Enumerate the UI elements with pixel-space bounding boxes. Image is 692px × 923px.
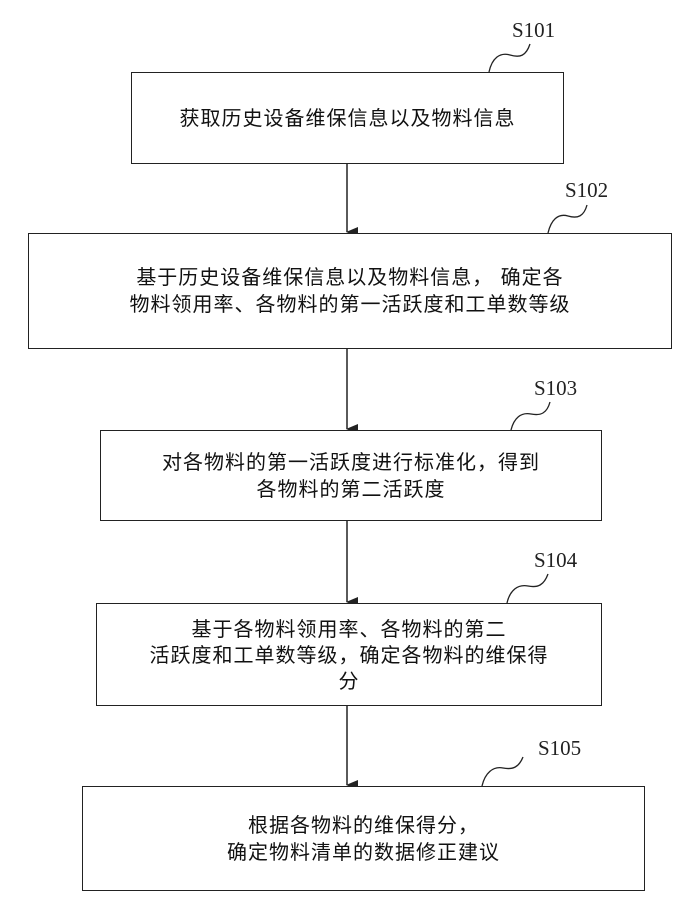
step-label-s105: S105: [538, 736, 582, 760]
step-label-s104: S104: [534, 548, 578, 572]
leader-s105: [481, 756, 524, 787]
step-text-s103: 对各物料的第一活跃度进行标准化，得到 各物料的第二活跃度: [162, 449, 540, 501]
step-text-s104: 基于各物料领用率、各物料的第二 活跃度和工单数等级，确定各物料的维保得 分: [149, 616, 549, 693]
step-box-s105: 根据各物料的维保得分， 确定物料清单的数据修正建议: [82, 786, 645, 891]
step-box-s102: 基于历史设备维保信息以及物料信息， 确定各 物料领用率、各物料的第一活跃度和工单…: [28, 233, 672, 349]
step-box-s104: 基于各物料领用率、各物料的第二 活跃度和工单数等级，确定各物料的维保得 分: [96, 603, 602, 706]
leader-s103: [510, 401, 551, 431]
step-label-s103: S103: [534, 376, 578, 400]
leader-s104: [506, 573, 549, 604]
step-text-s102: 基于历史设备维保信息以及物料信息， 确定各 物料领用率、各物料的第一活跃度和工单…: [129, 265, 571, 316]
step-text-s101: 获取历史设备维保信息以及物料信息: [179, 105, 516, 130]
step-label-s101: S101: [512, 18, 556, 42]
step-box-s103: 对各物料的第一活跃度进行标准化，得到 各物料的第二活跃度: [100, 430, 602, 521]
leader-s102: [547, 204, 588, 234]
step-text-s105: 根据各物料的维保得分， 确定物料清单的数据修正建议: [227, 812, 500, 864]
leader-s101: [488, 43, 531, 73]
step-box-s101: 获取历史设备维保信息以及物料信息: [131, 72, 564, 164]
step-label-s102: S102: [565, 178, 609, 202]
